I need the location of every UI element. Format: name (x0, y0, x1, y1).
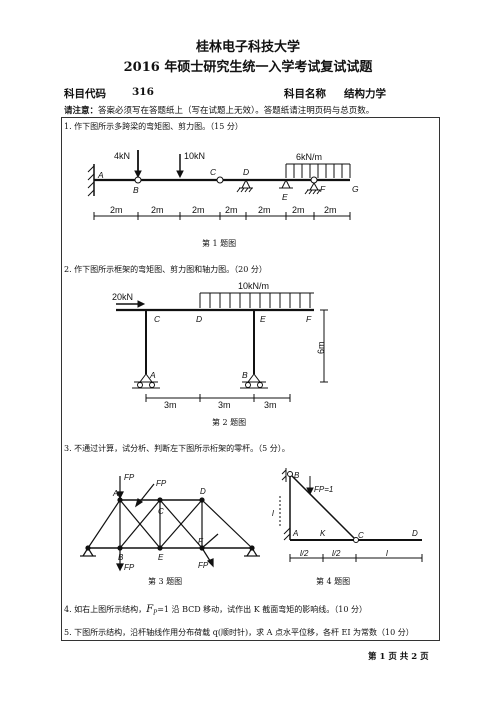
node-label: F (320, 184, 326, 194)
dimension-label: l (386, 549, 388, 558)
notice-label: 请注意： (64, 106, 99, 116)
university-title: 桂林电子科技大学 (195, 40, 300, 55)
support-f (304, 182, 321, 195)
dimension-label: 2m (258, 205, 271, 215)
subject-code-label: 科目代码 (64, 88, 106, 100)
truss-support-right (244, 547, 260, 557)
node-label: D (196, 314, 202, 324)
subject-code-value: 316 (132, 86, 154, 98)
node-label: D (412, 529, 418, 538)
node-label: A (149, 370, 156, 380)
fp-label: FP (156, 479, 167, 488)
figure-1-beam: 4kN 10kN 6kN/m A B C D E F G 2m 2m 2m 2m… (87, 150, 359, 220)
question-5: 5. 下图所示结构，沿杆轴线作用分布荷载 q(顺时针)，求 A 点水平位移，各杆… (64, 628, 414, 637)
node-label: A (97, 170, 104, 180)
figure-4-caption: 第 4 题图 (316, 577, 351, 586)
node-label: F (198, 537, 204, 546)
load-label: 4kN (114, 151, 130, 161)
figure-4-influence-structure: B FP=1 l A K C D l/2 l/2 l (272, 468, 423, 562)
hinge-c (216, 176, 224, 184)
truss-support-left (80, 547, 96, 557)
notice-text: 答案必须写在答题纸上（写在试题上无效）。答题纸请注明页码与总页数。 (98, 106, 375, 116)
dimension-label: 2m (324, 205, 337, 215)
page-footer: 第 1 页 共 2 页 (368, 652, 429, 662)
load-label: 10kN/m (238, 281, 269, 291)
figure-3-truss: FP FP FP FP A B C D E F (80, 473, 260, 572)
exam-title: 2016 年硕士研究生统一入学考试复试试题 (123, 60, 373, 75)
dimension-label: 2m (192, 205, 205, 215)
fp-label: FP (124, 563, 135, 572)
dimension-label: 6m (316, 341, 326, 354)
distributed-load-10knm (199, 292, 314, 308)
load-label: 10kN (184, 151, 205, 161)
question-2: 2. 作下图所示框架的弯矩图、剪力图和轴力图。（20 分） (64, 265, 267, 274)
dimension-label: 2m (292, 205, 305, 215)
fp-symbol: F (146, 604, 154, 615)
dimension-label: l/2 (332, 549, 341, 558)
node-label: F (306, 314, 312, 324)
node-label: D (200, 487, 206, 496)
node-label: E (282, 192, 288, 202)
node-label: C (158, 507, 164, 516)
figure-1-caption: 第 1 题图 (202, 239, 237, 248)
question-3: 3. 不通过计算，试分析、判断左下图所示桁架的零杆。（5 分）。 (64, 444, 290, 453)
dimension-label: 3m (264, 400, 277, 410)
node-label: C (358, 531, 364, 540)
fp-label: FP (198, 561, 209, 570)
subject-name-label: 科目名称 (284, 88, 326, 100)
question-4: 4. 如右上图所示结构，FP=1 沿 BCD 移动，试作出 K 截面弯矩的影响线… (64, 604, 367, 617)
node-label: E (158, 553, 164, 562)
dimension-line (93, 212, 351, 220)
hinge-f (310, 176, 318, 184)
node-label: C (154, 314, 161, 324)
node-label: E (260, 314, 266, 324)
height-dimension (320, 309, 328, 383)
dimension-label: l/2 (300, 549, 309, 558)
support-e (279, 179, 293, 189)
node-label: D (243, 167, 249, 177)
node-label: C (210, 167, 217, 177)
load-label: 20kN (112, 292, 133, 302)
support-a (132, 373, 160, 389)
figure-3-caption: 第 3 题图 (148, 577, 183, 586)
figure-2-frame: 20kN 10kN/m C D E F A B 6m 3m 3m 3m (112, 281, 328, 410)
load-label: 6kN/m (296, 152, 322, 162)
figure-2-caption: 第 2 题图 (212, 418, 247, 427)
notice: 请注意：答案必须写在答题纸上（写在试题上无效）。答题纸请注明页码与总页数。 (64, 104, 374, 116)
dimension-label: 3m (218, 400, 231, 410)
node-label: A (292, 529, 298, 538)
question-frame (61, 117, 440, 641)
node-label: B (294, 471, 300, 480)
dimension-label: 2m (151, 205, 164, 215)
question-1: 1. 作下图所示多跨梁的弯矩图、剪力图。（15 分） (64, 122, 243, 131)
node-label: B (242, 370, 248, 380)
distributed-load-6knm (285, 163, 351, 178)
dimension-label: 2m (225, 205, 238, 215)
span-dimension (145, 394, 291, 402)
dimension-label: 2m (110, 205, 123, 215)
subject-name-value: 结构力学 (344, 88, 386, 100)
support-b (240, 373, 268, 389)
support-d (236, 179, 253, 193)
dimension-label: l (272, 509, 274, 518)
node-label: A (112, 489, 118, 498)
load-label: FP=1 (314, 485, 333, 494)
node-label: K (320, 529, 326, 538)
dimension-label: 3m (164, 400, 177, 410)
fp-label: FP (124, 473, 135, 482)
node-label: B (118, 553, 124, 562)
node-label: G (352, 184, 359, 194)
node-label: B (133, 185, 139, 195)
